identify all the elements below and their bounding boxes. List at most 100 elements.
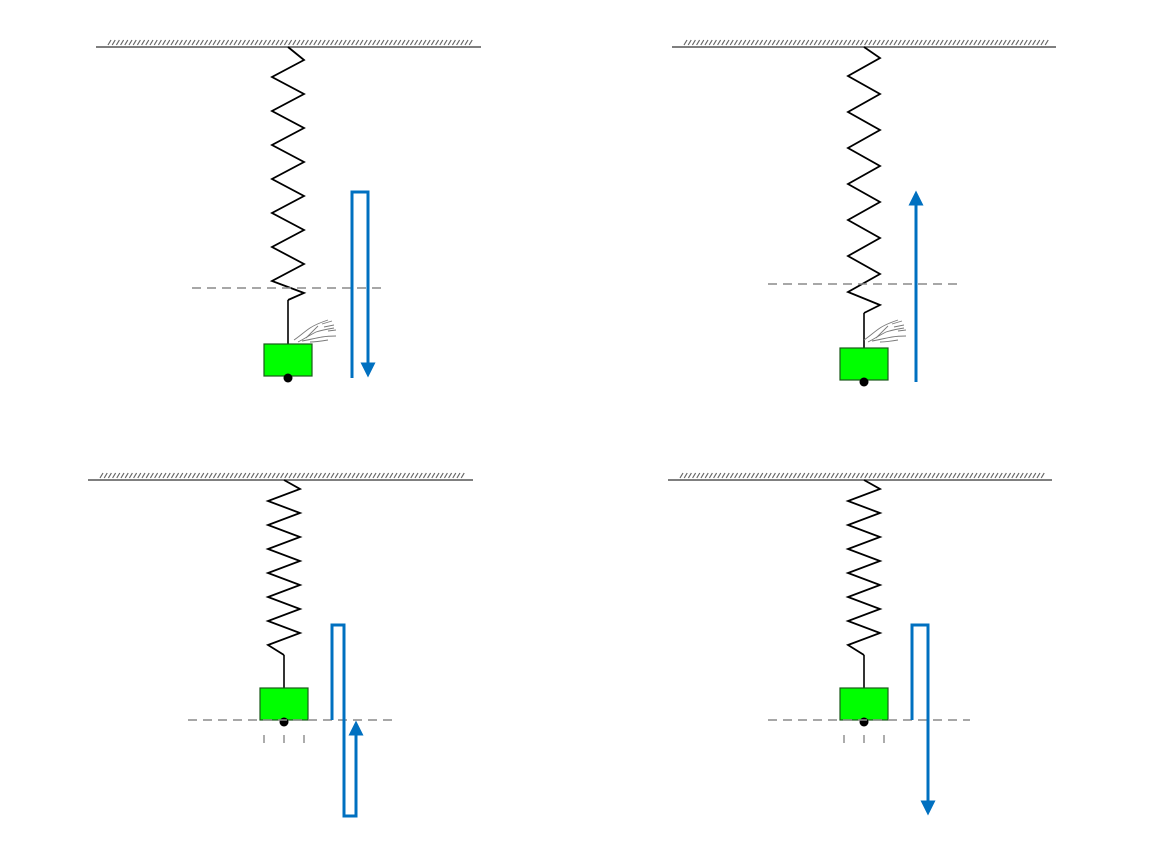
hatch-stroke [780,39,785,46]
hatch-stroke [973,472,978,479]
hatch-stroke [696,472,701,479]
hatch-stroke [893,39,898,46]
hatch-stroke [964,39,969,46]
hatch-stroke [948,472,953,479]
hatch-stroke [860,472,865,479]
hatch-stroke [788,472,793,479]
hatch-stroke [843,472,848,479]
ceiling-hatching [107,39,473,46]
hatch-stroke [220,39,225,46]
hatch-stroke [813,472,818,479]
hatch-stroke [107,472,112,479]
hatch-stroke [847,39,852,46]
hatch-stroke [338,472,343,479]
hatch-stroke [380,472,385,479]
hatch-stroke [241,39,246,46]
hatch-stroke [288,39,293,46]
hatch-stroke [679,472,684,479]
hatch-stroke [885,39,890,46]
hatch-stroke [754,39,759,46]
hatch-stroke [401,39,406,46]
hatch-stroke [792,39,797,46]
hatch-stroke [136,39,141,46]
position-ticks [843,735,885,743]
hatch-stroke [839,472,844,479]
hatch-stroke [246,39,251,46]
hatch-stroke [939,472,944,479]
hatch-stroke [208,472,213,479]
hatch-stroke [405,39,410,46]
mass-block [263,343,313,377]
panel-top-left [96,39,481,383]
hatch-stroke [460,39,465,46]
hatch-stroke [822,472,827,479]
hatch-stroke [187,472,192,479]
hatch-stroke [275,39,280,46]
hatch-stroke [855,39,860,46]
position-ticks [263,735,305,743]
hatch-stroke [986,472,991,479]
hatch-stroke [801,39,806,46]
ceiling-hatch-icon [668,472,1052,481]
hatch-stroke [430,39,435,46]
hatch-stroke [447,39,452,46]
hatch-stroke [418,39,423,46]
hatch-stroke [367,39,372,46]
hatch-stroke [238,472,243,479]
hatch-stroke [969,39,974,46]
hatch-stroke [922,39,927,46]
hatch-stroke [1006,39,1011,46]
hatch-stroke [330,472,335,479]
hatch-stroke [813,39,818,46]
hatch-stroke [347,472,352,479]
hatch-stroke [237,39,242,46]
hatch-stroke [179,472,184,479]
hatch-stroke [187,39,192,46]
hatch-stroke [380,39,385,46]
ceiling-hatching [679,472,1045,479]
hatch-stroke [149,472,154,479]
hatch-stroke [326,472,331,479]
hatch-stroke [124,472,129,479]
hatch-stroke [409,39,414,46]
hatch-stroke [271,39,276,46]
hatch-stroke [717,39,722,46]
hatch-stroke [1028,472,1033,479]
hatch-stroke [704,39,709,46]
hatch-stroke [876,39,881,46]
hatch-stroke [902,472,907,479]
hatch-stroke [1019,39,1024,46]
hatch-stroke [738,39,743,46]
hatch-stroke [797,472,802,479]
ceiling-hatch-icon [96,39,481,48]
hatch-stroke [124,39,129,46]
hatch-stroke [288,472,293,479]
hatch-stroke [1015,39,1020,46]
hatch-stroke [120,472,125,479]
hatch-stroke [439,39,444,46]
hatch-stroke [196,472,201,479]
hatch-stroke [166,472,171,479]
hand-icon [863,319,907,343]
spring [265,479,303,656]
hatch-stroke [1040,472,1045,479]
hatch-stroke [776,472,781,479]
mass-hook [283,373,293,383]
hatch-stroke [313,472,318,479]
hatch-stroke [292,39,297,46]
hatch-stroke [990,472,995,479]
hatch-stroke [317,39,322,46]
hatch-stroke [910,472,915,479]
hatch-stroke [1023,39,1028,46]
hatch-stroke [460,472,465,479]
hatch-stroke [864,472,869,479]
spring [845,46,883,314]
hatch-stroke [687,39,692,46]
hatch-stroke [805,39,810,46]
hatch-stroke [141,472,146,479]
hatch-stroke [775,39,780,46]
hatch-stroke [452,472,457,479]
hatch-stroke [847,472,852,479]
arrow-icon [350,190,376,378]
hatch-stroke [994,39,999,46]
